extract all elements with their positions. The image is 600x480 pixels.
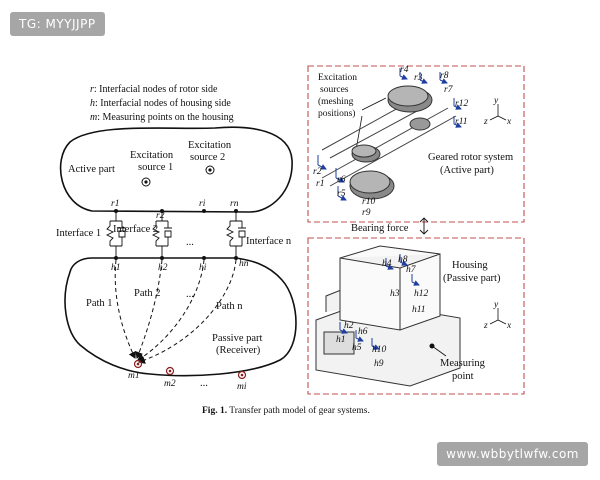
rotor-label-r4: r4 [400, 65, 409, 75]
passive-part-outline [64, 257, 297, 377]
axis-x-top: x [506, 117, 512, 127]
path-2-label: Path 2 [134, 288, 161, 299]
geared-rotor-frame [307, 65, 525, 223]
rotor-label-r1: r1 [316, 179, 324, 189]
bearing-force-arrow-icon [419, 217, 429, 235]
active-part-label: Active part [68, 164, 115, 175]
excitation-sources-line1: Excitation [318, 73, 357, 83]
rotor-label-r6: r6 [337, 175, 346, 185]
excitation-source-1-line2: source 1 [138, 162, 173, 173]
axis-y-top: y [493, 96, 499, 106]
geared-rotor-drawing [321, 85, 457, 200]
rotor-node-r2: r2 [156, 211, 165, 221]
housing-label-line1: Housing [452, 260, 488, 271]
rotor-label-r7: r7 [444, 85, 454, 95]
housing-label-h11: h11 [412, 305, 426, 315]
interface-dots: ... [186, 237, 194, 248]
passive-part-label-line2: (Receiver) [216, 345, 261, 356]
housing-label-h9: h9 [374, 359, 384, 369]
passive-part-label-line1: Passive part [212, 333, 263, 344]
measuring-point-m1: m1 [128, 371, 140, 381]
housing-label-h7: h7 [406, 265, 417, 275]
rotor-node-markers [317, 68, 461, 200]
excitation-sources-line4: positions) [318, 108, 355, 119]
watermark-top-left: TG: MYYJJPP [10, 12, 105, 36]
housing-node-h2: h2 [158, 263, 168, 273]
rotor-label-r9: r9 [362, 208, 371, 218]
legend-m: m: Measuring points on the housing [90, 112, 234, 123]
housing-node-labels: h3 h4 h7 h8 h11 h12 h2 h1 h6 h5 h10 h9 [336, 255, 429, 369]
housing-drawing [315, 245, 461, 387]
axis-z-top: z [483, 117, 488, 127]
housing-label-h1: h1 [336, 335, 346, 345]
housing-node-hn: hn [239, 259, 249, 269]
bearing-force-label: Bearing force [351, 223, 409, 234]
legend-h: h: Interfacial nodes of housing side [90, 98, 231, 109]
housing-label-h4: h4 [382, 259, 392, 269]
rotor-label-r5: r5 [337, 189, 346, 199]
path-n-label: Path n [216, 301, 243, 312]
rotor-node-r1: r1 [111, 199, 119, 209]
measuring-points [133, 359, 247, 380]
excitation-sources-line3: (meshing [318, 96, 354, 107]
rotor-node-rn: rn [230, 199, 239, 209]
interface-1-label: Interface 1 [56, 228, 101, 239]
excitation-source-1-line1: Excitation [130, 150, 174, 161]
axes-icon-top [489, 104, 507, 121]
housing-node-markers [339, 254, 419, 349]
housing-nodes [114, 256, 238, 260]
geared-rotor-label-line1: Geared rotor system [428, 152, 513, 163]
housing-frame [307, 237, 525, 395]
housing-label-h3: h3 [390, 289, 400, 299]
geared-rotor-label-line2: (Active part) [440, 165, 494, 176]
interface-springs [105, 211, 246, 258]
rotor-node-labels: r1 r2 r3 r4 r5 r6 r7 r8 r9 r10 r11 r12 [313, 65, 468, 218]
measuring-point-mi: mi [237, 382, 247, 392]
watermark-bottom-right: www.wbbytlwfw.com [437, 442, 588, 466]
housing-label-h2: h2 [344, 321, 354, 331]
housing-label-line2: (Passive part) [443, 273, 501, 284]
path-1-label: Path 1 [86, 298, 113, 309]
excitation-source-2-marker [205, 165, 215, 175]
housing-label-h6: h6 [358, 327, 368, 337]
axis-x-bottom: x [506, 321, 512, 331]
axis-z-bottom: z [483, 321, 488, 331]
excitation-source-2-line1: Excitation [188, 140, 232, 151]
axes-icon-bottom [489, 308, 507, 325]
housing-label-h8: h8 [398, 255, 408, 265]
rotor-label-r3: r3 [414, 73, 423, 83]
path-dots: ... [186, 289, 194, 300]
housing-label-h5: h5 [352, 343, 362, 353]
interface-2-label: Interface 2 [113, 224, 158, 235]
active-part-outline [59, 126, 293, 213]
housing-label-h10: h10 [372, 345, 387, 355]
housing-label-h12: h12 [414, 289, 429, 299]
measuring-dots: ... [200, 378, 208, 389]
legend-r: r: Interfacial nodes of rotor side [90, 84, 218, 95]
transfer-paths [114, 259, 237, 364]
axis-y-bottom: y [493, 300, 499, 310]
excitation-source-2-line2: source 2 [190, 152, 225, 163]
rotor-label-r12: r12 [455, 99, 468, 109]
measuring-point-m2: m2 [164, 379, 176, 389]
legend: r: Interfacial nodes of rotor side h: In… [90, 84, 234, 123]
interface-n-label: Interface n [246, 236, 292, 247]
measuring-point-label-line1: Measuring [440, 358, 486, 369]
rotor-label-r10: r10 [362, 197, 375, 207]
excitation-sources-line2: sources [320, 85, 349, 95]
rotor-label-r8: r8 [440, 71, 449, 81]
rotor-node-ri: ri [199, 199, 206, 209]
rotor-label-r11: r11 [455, 117, 468, 127]
measuring-point-label-line2: point [452, 371, 474, 382]
figure-caption: Fig. 1. Transfer path model of gear syst… [202, 405, 370, 416]
rotor-label-r2: r2 [313, 167, 322, 177]
excitation-source-1-marker [141, 177, 151, 187]
